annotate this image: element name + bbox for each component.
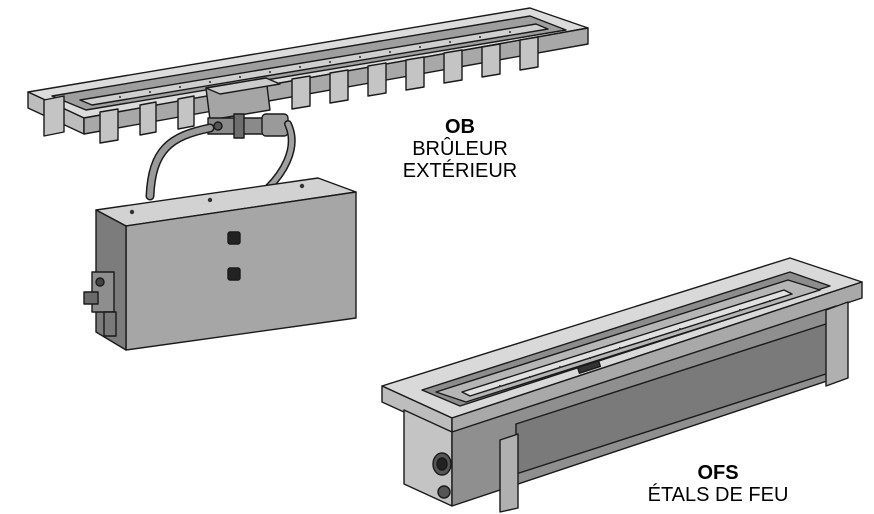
control-box-knob-lower <box>227 267 241 281</box>
ofs-description-line1: ÉTALS DE FEU <box>647 484 789 506</box>
burner-pipe-holes <box>118 30 512 99</box>
burner-tray-fins <box>43 36 539 144</box>
control-box-valve <box>83 271 117 337</box>
ob-label: OB BRÛLEUR EXTÉRIEUR <box>380 116 540 182</box>
fire-stand-frame-side <box>451 281 863 435</box>
control-box-screws <box>129 183 305 215</box>
fire-stand-leg-front <box>499 433 519 513</box>
fire-stand-leg-rear <box>825 301 849 387</box>
fire-stand-illustration <box>381 257 863 513</box>
burner-pipe <box>79 23 549 106</box>
ob-code: OB <box>445 116 475 138</box>
fire-stand-burner-holes <box>498 299 772 388</box>
control-box-knob-upper <box>227 231 241 245</box>
ob-description-line2: EXTÉRIEUR <box>402 160 518 182</box>
outdoor-burner-illustration <box>27 7 589 351</box>
ob-description-line1: BRÛLEUR <box>412 138 508 160</box>
ofs-code: OFS <box>697 462 739 484</box>
ofs-label: OFS ÉTALS DE FEU <box>618 462 818 506</box>
fire-stand-igniter <box>576 360 602 374</box>
valve-box-top <box>205 77 281 95</box>
fire-stand-gas-inlet <box>432 452 452 499</box>
gas-fitting <box>207 113 289 139</box>
fire-stand-burner-tube <box>461 289 793 397</box>
